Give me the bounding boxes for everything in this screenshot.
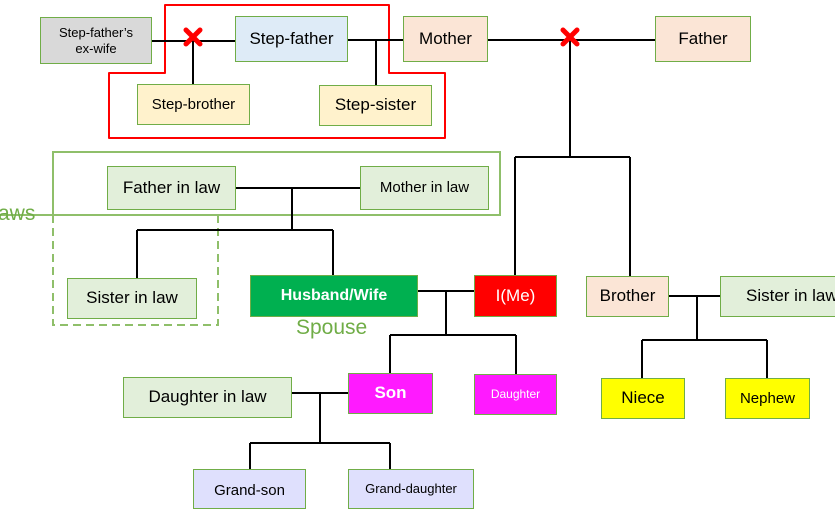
line-son-daughterinlaw [249,392,391,469]
node-husband-wife: Husband/Wife [250,275,418,317]
line-inlaws-parents [136,187,360,278]
node-son: Son [348,373,433,414]
connector-lines [0,4,768,469]
line-exwife-stepfather [151,40,235,84]
node-grand-daughter: Grand-daughter [348,469,474,509]
node-father: Father [655,16,751,62]
node-daughter: Daughter [474,374,557,415]
node-brother: Brother [586,276,669,317]
node-step-father: Step-father [235,16,348,62]
cross-mark-icon [183,27,203,47]
node-mother: Mother [403,16,488,62]
node-step-father-ex-wife: Step-father’s ex-wife [40,17,152,64]
node-daughter-in-law: Daughter in law [123,377,292,418]
cross-mark-icon [560,27,580,47]
in-laws-dashed-outline [52,215,219,326]
node-sister-in-law-brother-side: Sister in law [720,276,835,317]
node-nephew: Nephew [725,378,810,419]
node-step-sister: Step-sister [319,85,432,126]
line-brother-sisterinlaw [641,295,768,378]
node-father-in-law: Father in law [107,166,236,210]
node-niece: Niece [601,378,685,419]
node-sister-in-law-spouse-side: Sister in law [67,278,197,319]
line-me-spouse [389,290,517,374]
spouse-label: Spouse [296,316,368,339]
in-laws-label: aws [0,202,36,225]
line-mother-father [487,39,655,276]
node-step-brother: Step-brother [137,84,250,125]
node-mother-in-law: Mother in law [360,166,489,210]
in-laws-outline [52,151,501,216]
node-grand-son: Grand-son [193,469,306,509]
node-me: I(Me) [474,275,557,317]
line-stepfather-mother [347,39,403,85]
step-family-outline [108,4,446,139]
